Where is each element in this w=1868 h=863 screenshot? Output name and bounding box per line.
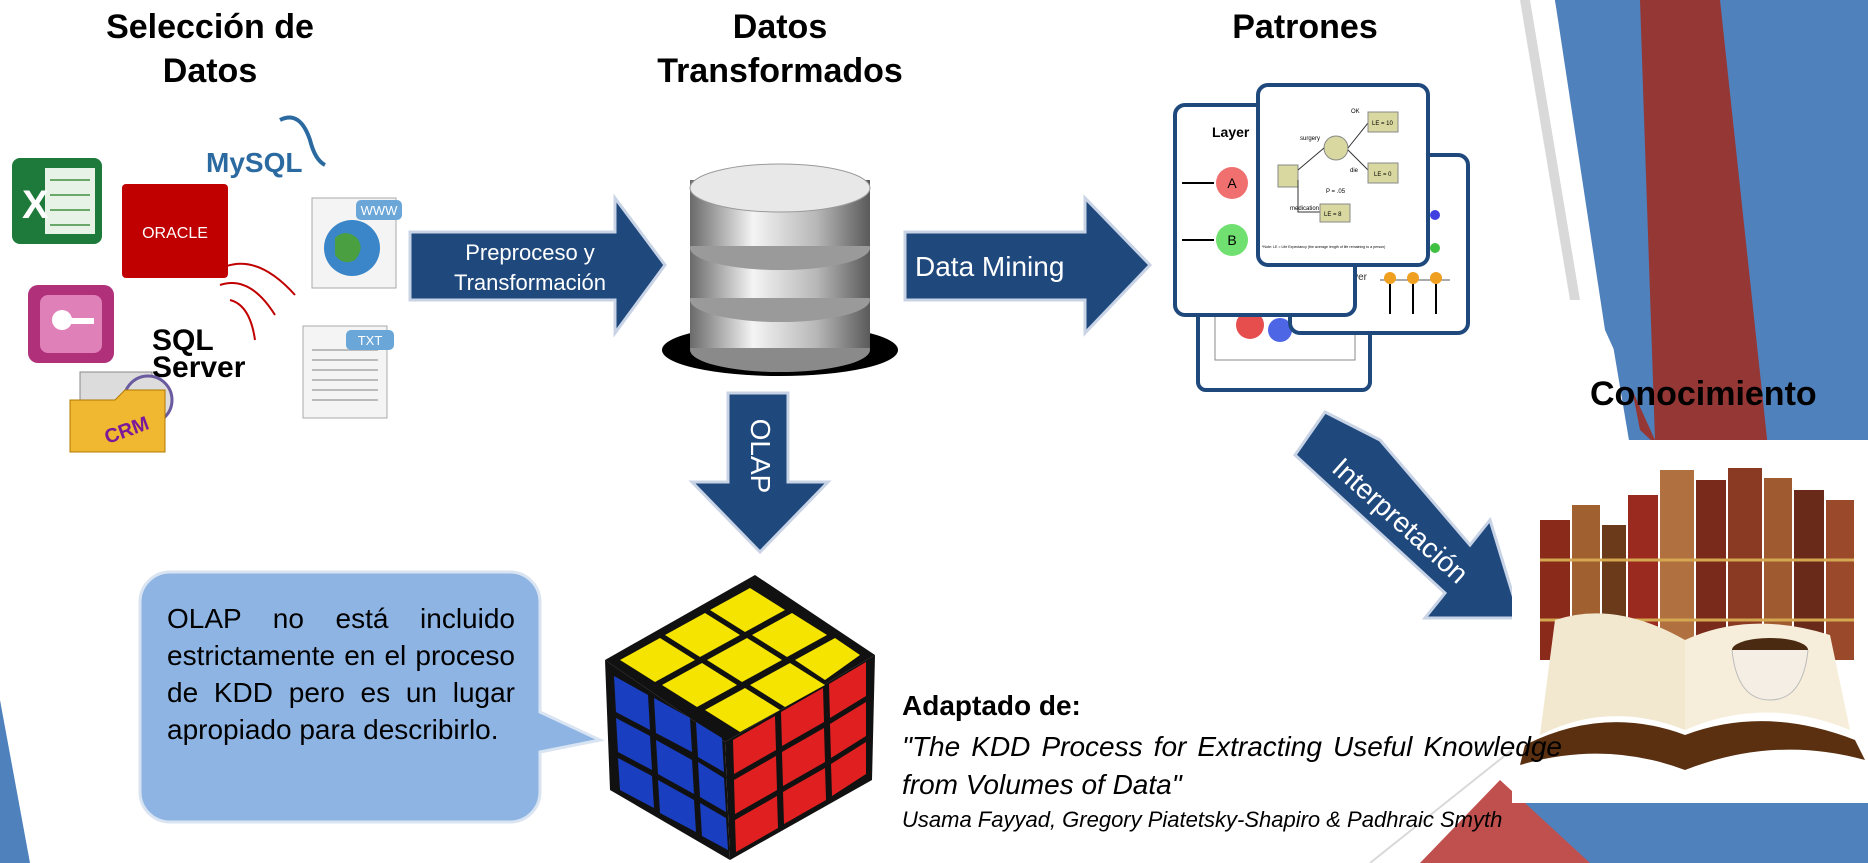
open-book bbox=[1520, 613, 1865, 770]
server-label: Server bbox=[152, 351, 246, 384]
title-transformados-line2: Transformados bbox=[657, 52, 903, 90]
title-datos-transformados: Datos Transformados bbox=[620, 5, 940, 93]
svg-text:X: X bbox=[22, 183, 49, 227]
tree-le10-label: LE = 10 bbox=[1372, 121, 1394, 127]
tree-le0-label: LE = 0 bbox=[1374, 172, 1392, 178]
txt-label: TXT bbox=[358, 333, 383, 348]
tree-note-label: *Note: LE = Life Expectancy (the average… bbox=[1262, 245, 1385, 249]
title-patrones: Patrones bbox=[1232, 8, 1378, 46]
deco-blue-left bbox=[0, 700, 30, 863]
deco-thin-line bbox=[1520, 0, 1580, 300]
title-conocimiento: Conocimiento bbox=[1590, 375, 1817, 413]
deco-blue-band-left bbox=[1555, 0, 1655, 440]
excel-icon: X bbox=[12, 158, 102, 244]
oracle-label: ORACLE bbox=[142, 225, 208, 242]
mysql-icon: MySQL bbox=[206, 115, 327, 178]
olap-note-text: OLAP no está incluido estrictamente en e… bbox=[167, 603, 515, 745]
www-label: WWW bbox=[361, 203, 399, 218]
title-seleccion-line1: Selección de bbox=[106, 8, 314, 46]
tree-surgery-label: surgery bbox=[1300, 136, 1320, 142]
arrow-mining-label: Data Mining bbox=[915, 251, 1065, 282]
arrow-preproceso-label: Preproceso y Transformación bbox=[453, 240, 606, 295]
title-seleccion-line2: Datos bbox=[162, 52, 258, 90]
decision-tree-card: OK surgery medication die P = .05 LE = 1… bbox=[1256, 83, 1430, 267]
arrow-preproceso bbox=[408, 193, 667, 338]
oracle-icon: ORACLE bbox=[122, 184, 228, 278]
layer-label: Layer bbox=[1212, 124, 1250, 140]
sql-server-icon: SQL Server bbox=[152, 262, 296, 384]
access-icon bbox=[28, 285, 114, 363]
title-seleccion-datos: Selección de Datos bbox=[60, 5, 360, 93]
node-a-label: A bbox=[1227, 175, 1237, 191]
crm-folder-icon: CRM bbox=[69, 371, 174, 453]
tree-medication-label: medication bbox=[1290, 206, 1319, 212]
tree-prob-label: P = .05 bbox=[1326, 189, 1346, 195]
mysql-label: MySQL bbox=[206, 147, 302, 178]
txt-document-icon: TXT bbox=[302, 325, 394, 419]
deco-red-bottom bbox=[1420, 780, 1590, 863]
book-spines bbox=[1540, 468, 1854, 660]
www-document-icon: WWW bbox=[311, 197, 402, 289]
title-transformados-line1: Datos bbox=[732, 8, 828, 46]
arrow-data-mining bbox=[903, 194, 1153, 337]
coffee-cup bbox=[1731, 638, 1809, 701]
tree-die-label: die bbox=[1350, 168, 1359, 174]
tree-le8-label: LE = 8 bbox=[1324, 212, 1342, 218]
sql-label: SQL bbox=[152, 324, 214, 357]
tree-ok-label: OK bbox=[1351, 109, 1360, 115]
citation-heading: Adaptado de: bbox=[902, 690, 1081, 721]
citation-title: "The KDD Process for Extracting Useful K… bbox=[902, 731, 1562, 800]
citation-authors: Usama Fayyad, Gregory Piatetsky-Shapiro … bbox=[902, 807, 1503, 832]
node-b-label: B bbox=[1227, 232, 1236, 248]
arrow-olap bbox=[688, 391, 832, 555]
